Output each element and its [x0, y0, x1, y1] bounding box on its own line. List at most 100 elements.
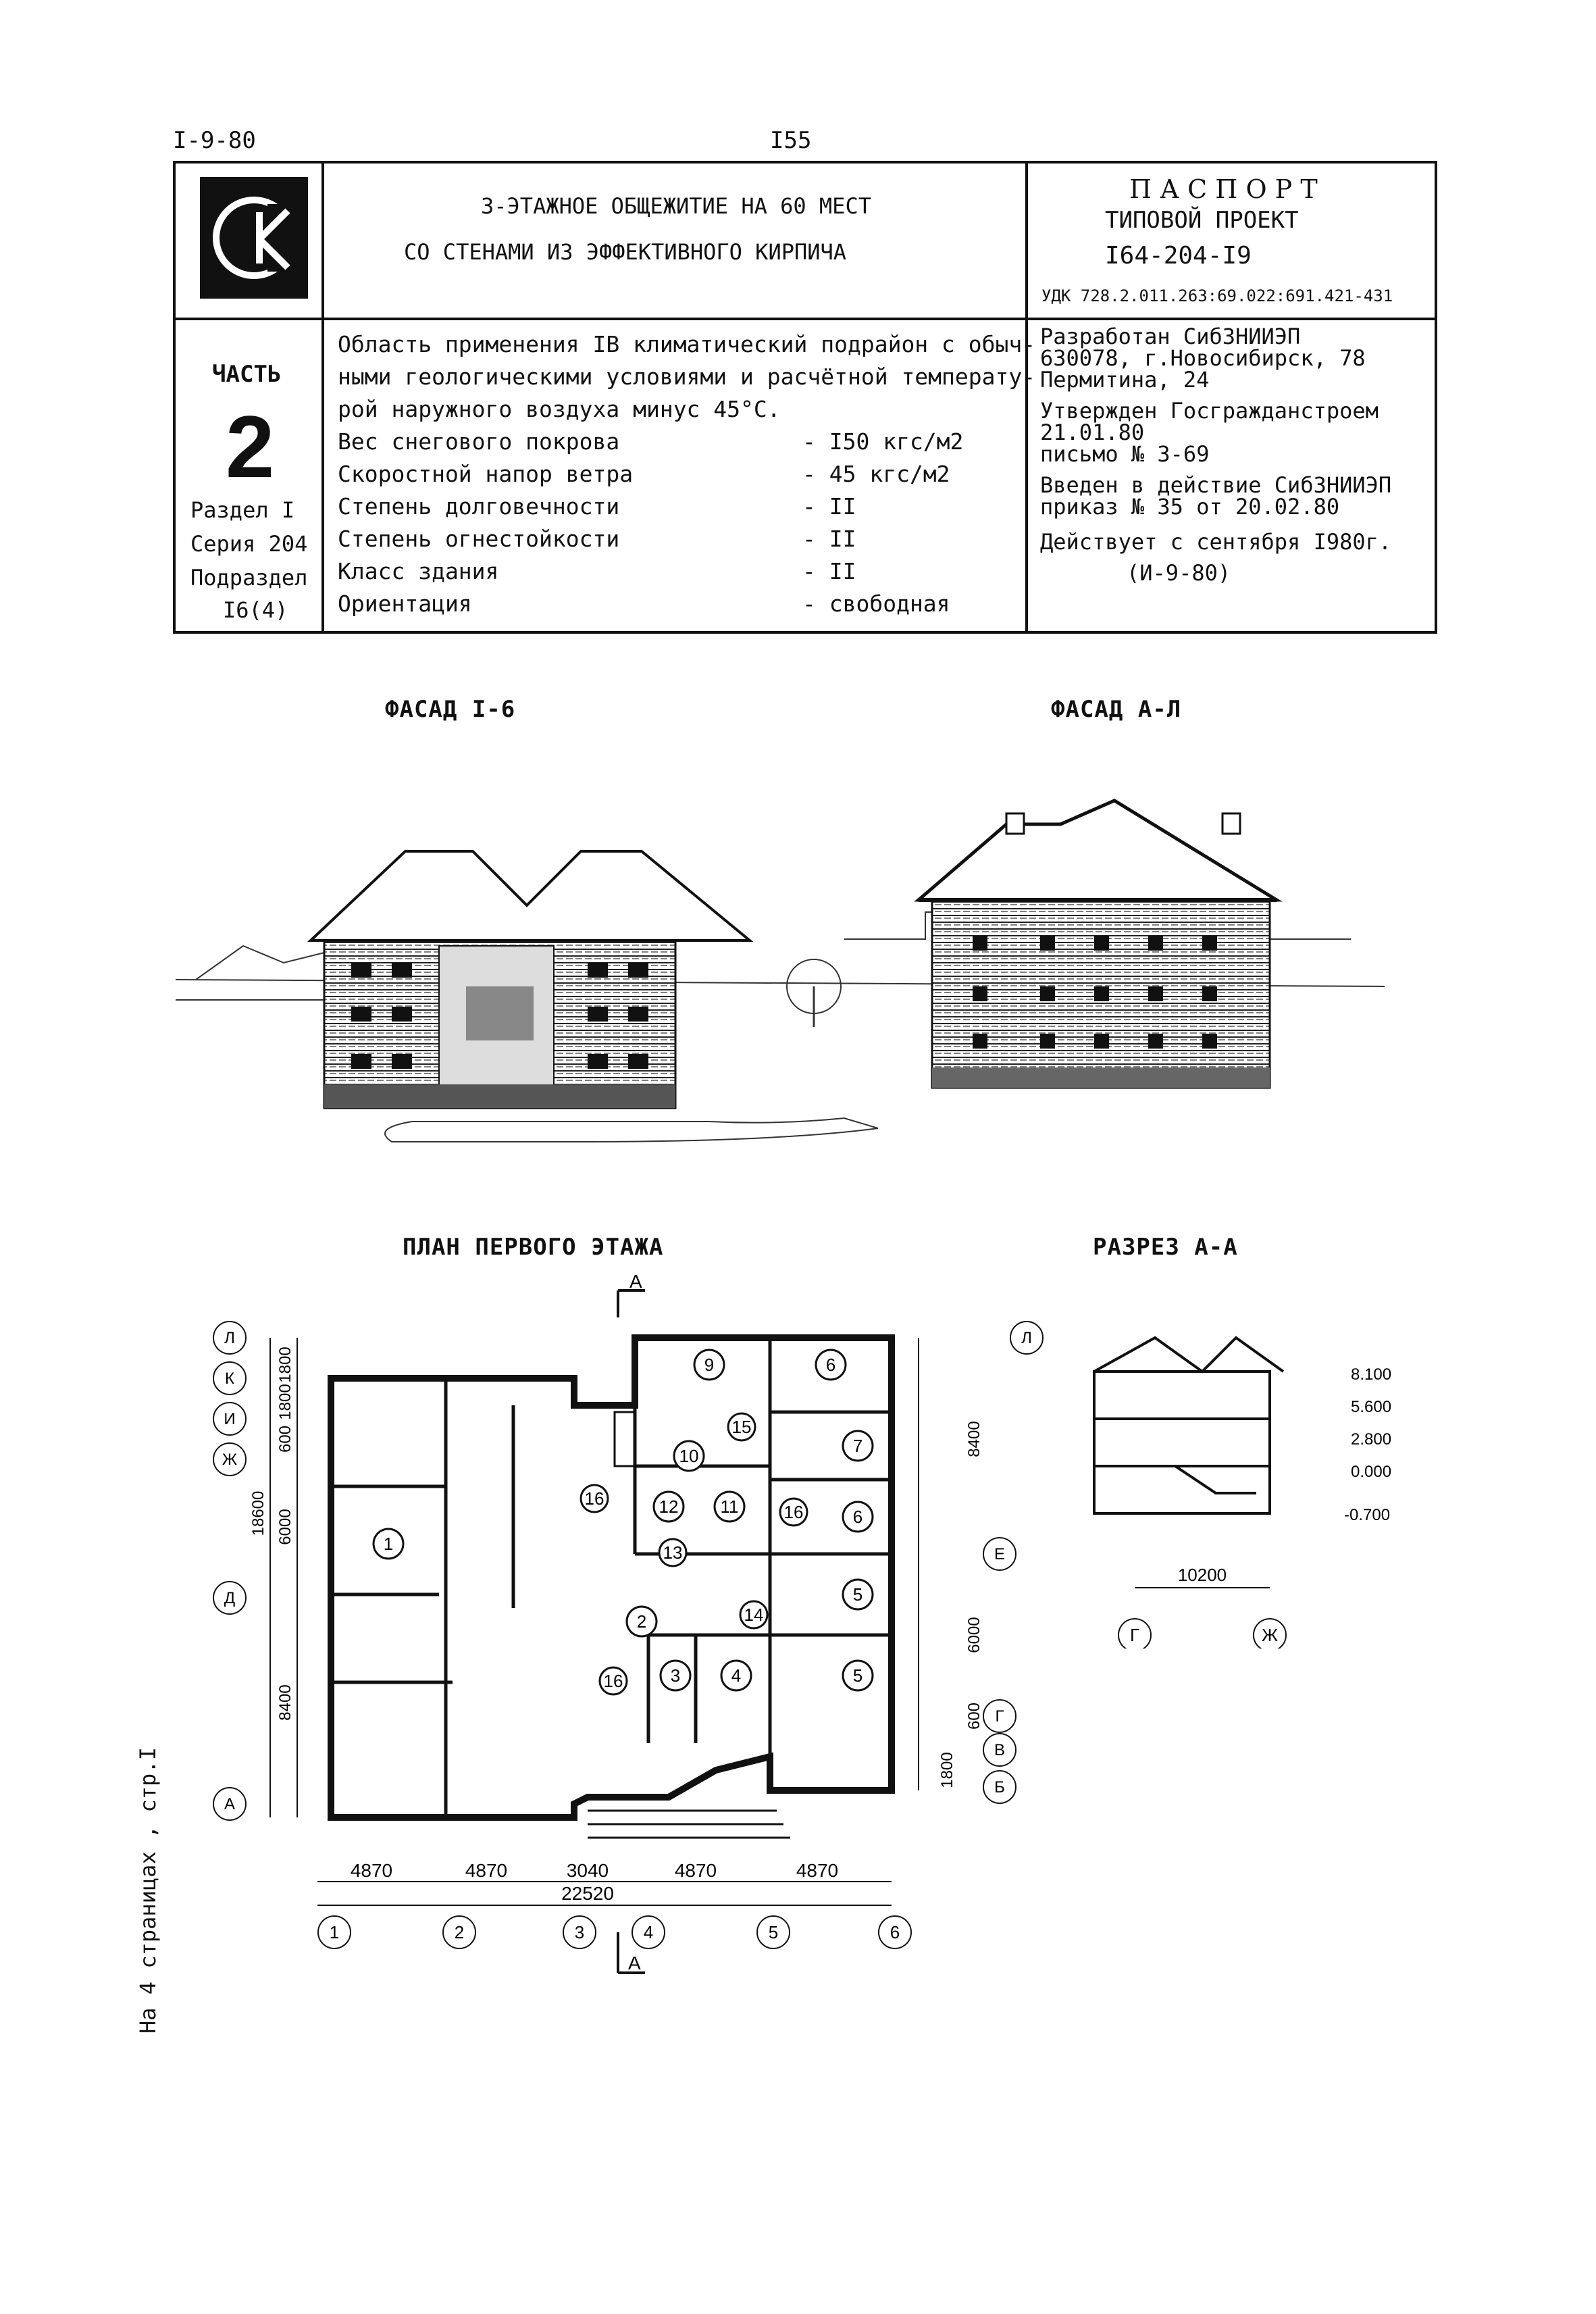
svg-text:Л: Л: [224, 1329, 235, 1347]
svg-text:4: 4: [731, 1665, 741, 1686]
facade-a-l: [844, 799, 1351, 1089]
info-line: Действует с сентября I980г.: [1040, 529, 1392, 555]
svg-text:3: 3: [671, 1665, 680, 1686]
dim-text: 600: [965, 1703, 983, 1730]
room-number: 6: [815, 1349, 847, 1381]
axis-bubble: 1: [317, 1915, 351, 1949]
svg-text:Л: Л: [1021, 1329, 1032, 1347]
subsection-value: I6(4): [223, 597, 288, 623]
info-line: приказ № 35 от 20.02.80: [1040, 494, 1340, 520]
axis-bubble: 3: [563, 1915, 596, 1949]
dim-total: 18600: [249, 1491, 267, 1536]
dim-text: 6000: [276, 1509, 294, 1544]
svg-text:1: 1: [330, 1922, 339, 1942]
axis-bubble: И: [213, 1402, 247, 1436]
room-number: 7: [842, 1430, 874, 1462]
room-number: 15: [727, 1412, 756, 1442]
axis-bubble: А: [213, 1787, 247, 1821]
info-line: 21.01.80: [1040, 420, 1145, 445]
developer-info: Разработан СибЗНИИЭП 630078, г.Новосибир…: [1040, 326, 1391, 584]
dim-text: 4870: [351, 1860, 392, 1881]
svg-text:15: 15: [732, 1417, 752, 1437]
axis-bubble: 2: [442, 1915, 476, 1949]
dim-text: 4870: [796, 1860, 838, 1881]
dim-text: 4870: [675, 1860, 717, 1881]
application-line: рой наружного воздуха минус 45°С.: [338, 396, 781, 422]
level-mark: 2.800: [1351, 1430, 1391, 1449]
facade-1-caption: ФАСАД I-6: [385, 696, 516, 723]
info-line: Утвержден Госгражданстроем: [1040, 398, 1379, 424]
svg-text:Е: Е: [994, 1545, 1005, 1563]
logo: СК: [200, 177, 308, 299]
svg-text:А: А: [224, 1795, 235, 1813]
svg-text:13: 13: [663, 1542, 683, 1563]
room-number: 1: [372, 1528, 405, 1560]
level-mark: 8.100: [1351, 1365, 1391, 1384]
svg-text:2: 2: [455, 1922, 464, 1942]
spec-value: - II: [802, 493, 856, 520]
room-number: 16: [779, 1497, 808, 1527]
side-note: На 4 страницах , стр.I: [135, 1747, 161, 2034]
axis-bubble: Ж: [213, 1442, 247, 1476]
svg-text:Ж: Ж: [1262, 1625, 1278, 1645]
axis-bubble: Ж: [1253, 1618, 1287, 1649]
spec-value: - I50 кгс/м2: [802, 428, 964, 455]
level-mark: 5.600: [1351, 1398, 1391, 1416]
facades-drawing: [175, 799, 1385, 1142]
part-number: 2: [226, 397, 275, 496]
svg-text:Г: Г: [1130, 1625, 1139, 1645]
axis-bubble: Г: [1118, 1618, 1152, 1649]
room-number: 5: [842, 1578, 874, 1611]
floor-plan: 1 2 3 4 5 5 6 6 7 9 10 11 12 13 14 15 16…: [213, 1271, 1044, 1974]
spec-label: Ориентация: [338, 590, 472, 617]
room-number: 11: [713, 1490, 746, 1523]
svg-text:7: 7: [853, 1436, 863, 1456]
room-number: 6: [842, 1501, 874, 1533]
axis-bubble: В: [983, 1733, 1016, 1767]
svg-text:5: 5: [769, 1922, 778, 1942]
svg-text:5: 5: [853, 1665, 863, 1686]
dim-text: 4870: [465, 1860, 507, 1881]
cut-label-bottom: А: [628, 1953, 641, 1973]
svg-text:12: 12: [659, 1496, 679, 1517]
spec-label: Степень огнестойкости: [338, 526, 620, 552]
title-line-2: СО СТЕНАМИ ИЗ ЭФФЕКТИВНОГО КИРПИЧА: [404, 239, 847, 265]
room-number: 3: [659, 1659, 692, 1692]
room-number: 5: [842, 1659, 874, 1692]
series-code: I-9-80: [173, 127, 256, 154]
passport-heading: П А С П О Р Т: [1129, 174, 1318, 204]
spec-value: - свободная: [802, 590, 950, 617]
svg-text:2: 2: [637, 1611, 646, 1632]
svg-text:14: 14: [744, 1605, 764, 1625]
application-text: Область применения IВ климатический подр…: [338, 328, 1035, 426]
svg-text:11: 11: [721, 1496, 739, 1517]
dim-text: 1800: [276, 1347, 294, 1382]
dim-text: 8400: [965, 1421, 983, 1457]
spec-value: - II: [802, 526, 856, 552]
spec-list: Вес снегового покрова Скоростной напор в…: [338, 426, 633, 620]
room-number: 4: [720, 1659, 752, 1692]
dim-total: 22520: [561, 1883, 614, 1904]
room-number: 14: [739, 1600, 769, 1630]
axis-bubble: Л: [1010, 1321, 1044, 1355]
section-label: Раздел I: [190, 497, 295, 523]
info-line: Пермитина, 24: [1040, 367, 1210, 393]
application-line: Область применения IВ климатический подр…: [338, 331, 1036, 357]
section-caption: РАЗРЕЗ А-А: [1093, 1234, 1238, 1261]
svg-text:10: 10: [679, 1446, 699, 1466]
svg-text:9: 9: [704, 1355, 714, 1375]
info-line: Введен в действие СибЗНИИЭП: [1040, 472, 1392, 498]
facade-2-caption: ФАСАД А-Л: [1051, 696, 1182, 723]
level-mark: -0.700: [1344, 1506, 1390, 1524]
axis-bubble: 4: [632, 1915, 665, 1949]
svg-text:3: 3: [575, 1922, 584, 1942]
room-number: 13: [658, 1538, 688, 1567]
axis-bubble: Д: [213, 1581, 247, 1615]
plan-caption: ПЛАН ПЕРВОГО ЭТАЖА: [403, 1234, 664, 1261]
svg-text:Ж: Ж: [222, 1451, 237, 1469]
part-label: ЧАСТЬ: [212, 361, 282, 388]
info-line: 630078, г.Новосибирск, 78: [1040, 345, 1366, 371]
spec-label: Скоростной напор ветра: [338, 461, 634, 487]
svg-text:И: И: [224, 1410, 235, 1428]
spec-label: Класс здания: [338, 558, 499, 584]
